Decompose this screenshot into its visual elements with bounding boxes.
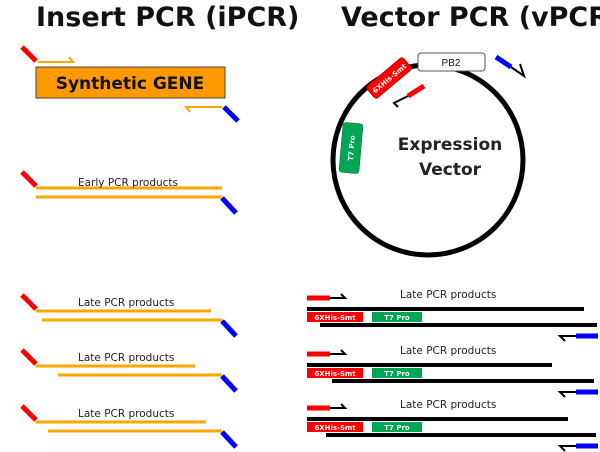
reverse-primer-tag [222,105,240,123]
insert-pcr-title: Insert PCR (iPCR) [36,2,299,33]
reverse-primer-arrow [557,445,576,452]
late-products-label: Late PCR products [78,352,174,364]
expression-vector-plasmid: PB2 6XHis-Smt T7 Pro Expression Vector [330,52,526,258]
vector-forward-primer-arrow [392,95,409,108]
t7-promoter-segment [372,312,422,322]
late-pcr-products-2: Late PCR products [20,348,238,393]
t7-promoter-label: T7 Pro [384,370,410,378]
vector-pcr-title: Vector PCR (vPCR) [341,2,600,33]
reverse-primer-tag [220,374,238,393]
vector-forward-primer-tag [406,83,426,99]
reverse-primer-arrow [557,391,576,398]
t7-promoter-label: T7 Pro [384,424,410,432]
pb2-box [417,52,486,72]
late-products-label: Late PCR products [78,408,174,420]
his-smt-label: 6XHis-Smt [314,314,356,322]
vector-late-products-2: Late PCR products 6XHis-Smt T7 Pro [307,345,598,398]
pb2-label: PB2 [442,58,461,69]
forward-primer-tag [20,45,38,63]
vector-reverse-primer-tag [494,54,513,70]
t7-promoter-label: T7 Pro [384,314,410,322]
his-smt-label: 6XHis-Smt [314,424,356,432]
forward-primer-tag [20,293,38,311]
vector-center-line2: Vector [419,160,482,180]
his-smt-segment [307,422,363,432]
forward-primer-arrow [330,293,348,299]
synthetic-gene-box [35,66,226,99]
vector-reverse-primer-arrow [510,63,526,79]
t7-promoter: T7 Pro [338,122,364,174]
reverse-primer-arrow [183,106,222,113]
early-products-label: Early PCR products [78,177,178,189]
late-products-label: Late PCR products [400,399,496,411]
early-pcr-products: Early PCR products [20,170,238,215]
synthetic-gene-group: Synthetic GENE [20,45,240,123]
forward-primer-arrow [330,349,348,355]
late-pcr-products-3: Late PCR products [20,404,238,449]
late-pcr-products-1: Late PCR products [20,293,238,338]
vector-late-products-1: Late PCR products 6XHis-Smt T7 Pro [307,289,598,342]
reverse-primer-tag [220,196,238,215]
t7-promoter-label: T7 Pro [347,135,357,161]
reverse-primer-tag [220,319,238,338]
vector-late-products-3: Late PCR products 6XHis-Smt T7 Pro [307,399,598,452]
his-smt-segment [307,368,363,378]
late-products-label: Late PCR products [400,289,496,301]
forward-primer-tag [20,170,38,188]
forward-primer-tag [20,404,38,422]
his-smt-segment [307,312,363,322]
his-smt-tag: 6XHis-Smt [366,57,412,99]
late-products-label: Late PCR products [78,297,174,309]
t7-promoter-box [338,122,364,174]
his-smt-label: 6XHis-Smt [314,370,356,378]
t7-promoter-segment [372,368,422,378]
forward-primer-arrow [38,56,76,63]
his-smt-box [366,57,412,99]
t7-promoter-segment [372,422,422,432]
forward-primer-arrow [330,403,348,409]
vector-center-line1: Expression [398,135,503,155]
late-products-label: Late PCR products [400,345,496,357]
synthetic-gene-label: Synthetic GENE [56,74,205,94]
reverse-primer-tag [220,430,238,449]
reverse-primer-arrow [557,335,576,342]
forward-primer-tag [20,348,38,366]
